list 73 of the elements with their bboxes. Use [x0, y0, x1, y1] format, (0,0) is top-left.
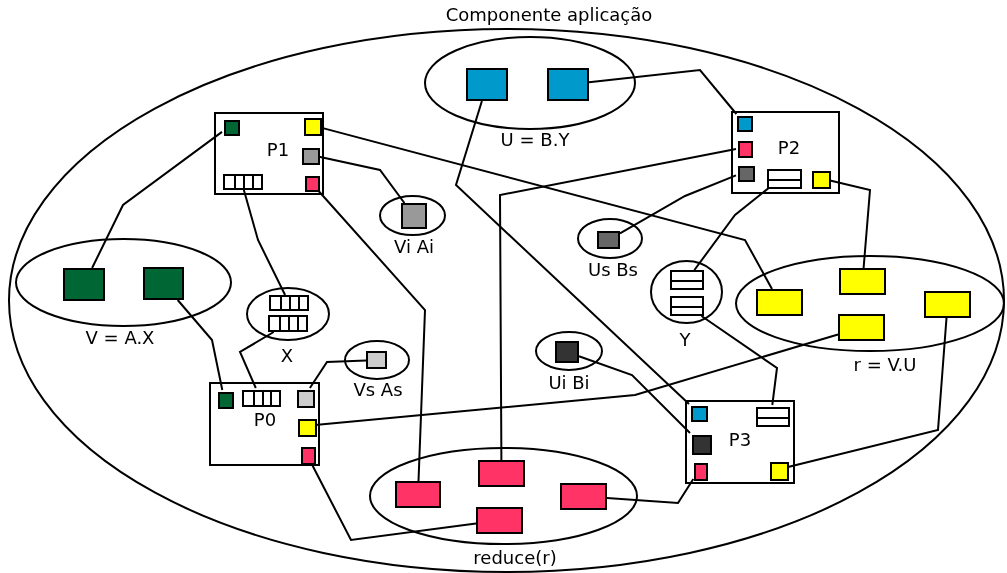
data-block — [924, 291, 971, 318]
data-block — [756, 289, 803, 316]
data-block — [692, 435, 712, 455]
data-block — [218, 392, 234, 409]
data-block — [143, 267, 184, 300]
connector-line — [454, 100, 690, 405]
connector-line — [499, 148, 737, 461]
process-label: P1 — [266, 140, 290, 160]
data-block — [597, 231, 620, 249]
process-box — [214, 112, 324, 195]
data-block — [302, 148, 320, 165]
connector-line — [700, 315, 779, 406]
connector-line — [619, 174, 737, 235]
data-block — [738, 141, 753, 158]
connector-line — [238, 331, 275, 389]
array-block — [756, 407, 790, 427]
data-block — [691, 406, 708, 422]
data-block — [812, 171, 831, 189]
data-block — [297, 390, 315, 408]
component-label: Componente aplicação — [445, 5, 653, 25]
set-label: Vs As — [353, 380, 403, 400]
process-label: P3 — [728, 430, 752, 450]
data-block — [737, 116, 753, 132]
set-label: reduce(r) — [473, 548, 557, 568]
data-block — [301, 447, 316, 465]
data-block — [224, 120, 240, 136]
data-block — [738, 166, 755, 182]
array-block — [223, 174, 263, 190]
connector-line — [91, 130, 223, 269]
data-block — [298, 419, 317, 437]
data-block — [560, 483, 607, 510]
data-block — [401, 203, 427, 229]
connector-line — [242, 187, 287, 296]
set-label: Y — [679, 330, 691, 350]
connector-line — [588, 68, 738, 115]
set-label: Ui Bi — [548, 373, 590, 393]
set-label: Vi Ai — [394, 237, 434, 257]
connector-line — [606, 478, 695, 505]
array-block — [670, 270, 704, 290]
data-block — [478, 460, 525, 487]
process-box — [731, 111, 840, 194]
data-block — [770, 462, 789, 481]
process-label: P2 — [777, 138, 801, 158]
process-label: P0 — [253, 410, 277, 430]
set-label: X — [280, 346, 294, 366]
array-block — [242, 390, 281, 407]
array-block — [269, 295, 309, 311]
connector-line — [578, 355, 691, 434]
data-block — [555, 341, 579, 363]
data-block — [305, 176, 320, 192]
data-block — [395, 481, 441, 508]
set-label: r = V.U — [853, 355, 917, 375]
data-block — [694, 463, 708, 481]
set-label: U = B.Y — [500, 130, 570, 150]
connector-line — [693, 186, 771, 271]
connector-line — [308, 359, 367, 389]
array-block — [670, 296, 704, 316]
data-block — [366, 351, 387, 369]
set-label: V = A.X — [85, 328, 155, 348]
process-box — [685, 400, 795, 484]
data-block — [304, 118, 322, 136]
data-block — [466, 68, 508, 101]
array-block — [268, 315, 308, 332]
data-block — [476, 507, 523, 534]
data-block — [838, 314, 885, 341]
set-label: Us Bs — [588, 260, 638, 280]
connector-line — [176, 299, 224, 391]
array-block — [767, 169, 802, 189]
data-block — [839, 268, 886, 295]
data-block — [547, 68, 589, 101]
data-block — [63, 268, 105, 301]
connector-line — [316, 189, 426, 482]
process-box — [209, 382, 320, 466]
